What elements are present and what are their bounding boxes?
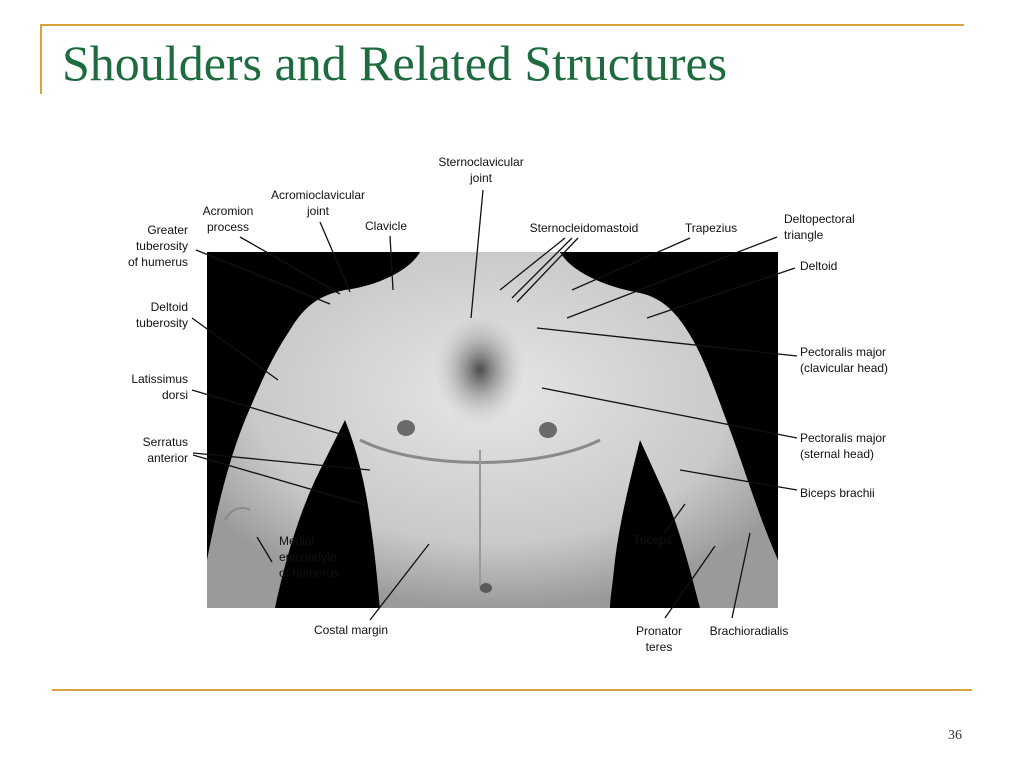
bottom-rule — [52, 689, 972, 691]
svg-text:Pectoralis major: Pectoralis major — [800, 345, 886, 359]
label-acromioclavicular-joint: Acromioclavicular joint — [271, 188, 365, 218]
page-number: 36 — [948, 728, 962, 743]
label-trapezius: Trapezius — [685, 221, 737, 235]
label-deltoid: Deltoid — [800, 259, 837, 273]
label-greater-tuberosity: Greater tuberosity of humerus — [128, 223, 188, 269]
svg-text:Deltoid: Deltoid — [800, 259, 837, 273]
svg-text:Deltoid: Deltoid — [151, 300, 188, 314]
svg-text:teres: teres — [646, 640, 673, 654]
label-pectoralis-major-sternal: Pectoralis major (sternal head) — [800, 431, 886, 461]
svg-text:triangle: triangle — [784, 228, 824, 242]
svg-text:Trapezius: Trapezius — [685, 221, 737, 235]
label-medial-epicondyle: Medial epicondyle of humerus — [279, 534, 339, 580]
svg-text:Brachioradialis: Brachioradialis — [710, 624, 789, 638]
label-latissimus-dorsi: Latissimus dorsi — [131, 372, 188, 402]
svg-text:process: process — [207, 220, 249, 234]
svg-text:Costal margin: Costal margin — [314, 623, 388, 637]
svg-text:(clavicular head): (clavicular head) — [800, 361, 888, 375]
label-brachioradialis: Brachioradialis — [710, 624, 789, 638]
slide-title: Shoulders and Related Structures — [62, 35, 728, 91]
svg-text:Sternocleidomastoid: Sternocleidomastoid — [530, 221, 639, 235]
svg-text:Latissimus: Latissimus — [131, 372, 188, 386]
label-sternocleidomastoid: Sternocleidomastoid — [530, 221, 639, 235]
svg-text:epicondyle: epicondyle — [279, 550, 337, 564]
svg-text:joint: joint — [306, 204, 330, 218]
label-pronator-teres: Pronator teres — [636, 624, 682, 654]
label-biceps-brachii: Biceps brachii — [800, 486, 875, 500]
label-clavicle: Clavicle — [365, 219, 407, 233]
svg-text:Sternoclavicular: Sternoclavicular — [438, 155, 523, 169]
torso-figure — [207, 252, 778, 608]
svg-text:Pronator: Pronator — [636, 624, 682, 638]
svg-text:Serratus: Serratus — [143, 435, 188, 449]
svg-text:tuberosity: tuberosity — [136, 316, 188, 330]
svg-text:tuberosity: tuberosity — [136, 239, 188, 253]
label-triceps: Triceps — [633, 533, 672, 547]
leader-lines — [191, 189, 798, 621]
svg-text:Biceps brachii: Biceps brachii — [800, 486, 875, 500]
svg-text:of humerus: of humerus — [128, 255, 188, 269]
svg-text:Medial: Medial — [279, 534, 314, 548]
svg-text:Greater: Greater — [147, 223, 188, 237]
label-pectoralis-major-clavicular: Pectoralis major (clavicular head) — [800, 345, 888, 375]
svg-text:(sternal head): (sternal head) — [800, 447, 874, 461]
label-sternoclavicular-joint: Sternoclavicular joint — [438, 155, 523, 185]
label-deltoid-tuberosity: Deltoid tuberosity — [136, 300, 188, 330]
svg-text:Pectoralis major: Pectoralis major — [800, 431, 886, 445]
title-accent-rule — [40, 24, 42, 94]
svg-text:anterior: anterior — [147, 451, 188, 465]
svg-text:Triceps: Triceps — [633, 533, 672, 547]
svg-text:of humerus: of humerus — [279, 566, 339, 580]
top-rule — [40, 24, 964, 26]
label-deltopectoral-triangle: Deltopectoral triangle — [784, 212, 855, 242]
svg-text:Clavicle: Clavicle — [365, 219, 407, 233]
svg-text:dorsi: dorsi — [162, 388, 188, 402]
label-serratus-anterior: Serratus anterior — [143, 435, 188, 465]
svg-text:joint: joint — [469, 171, 493, 185]
svg-text:Acromioclavicular: Acromioclavicular — [271, 188, 365, 202]
label-costal-margin: Costal margin — [314, 623, 388, 637]
svg-text:Deltopectoral: Deltopectoral — [784, 212, 855, 226]
svg-text:Acromion: Acromion — [203, 204, 254, 218]
label-acromion-process: Acromion process — [203, 204, 254, 234]
